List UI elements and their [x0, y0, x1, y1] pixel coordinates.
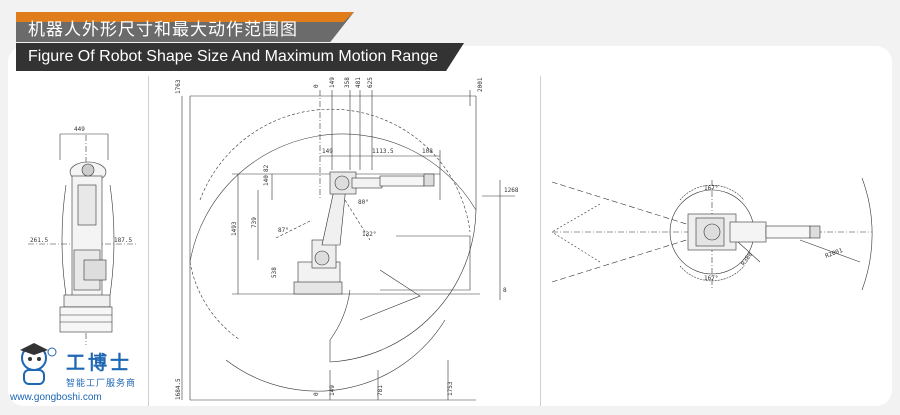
- side-top-dim-0: 0: [313, 84, 320, 88]
- side-angle-0: 80°: [358, 199, 369, 206]
- front-width-dim: 449: [74, 126, 85, 133]
- side-top-dim-2: 358: [344, 77, 351, 88]
- side-top-dim-3: 481: [355, 77, 362, 88]
- side-angle-2: 132°: [362, 231, 376, 238]
- side-bottom-dim-1: 149: [329, 385, 336, 396]
- side-right-dim: 1268: [504, 187, 519, 194]
- side-angle-1: 87°: [278, 227, 289, 234]
- side-vert-dim-4: 538: [271, 267, 278, 278]
- side-view: [181, 90, 515, 401]
- side-bottom-dim-0: 0: [313, 392, 320, 396]
- front-left-dim: 261.5: [30, 237, 48, 244]
- side-bottom-dim-3: 1753: [447, 381, 454, 396]
- top-radius-small: R380: [740, 251, 754, 267]
- page-title-en: Figure Of Robot Shape Size And Maximum M…: [28, 48, 438, 65]
- side-small-dim: 8: [503, 287, 507, 294]
- side-top-right-dim: 2001: [477, 77, 484, 92]
- title-banner-accent: [16, 12, 354, 22]
- front-view: [28, 133, 138, 345]
- side-vert-dim-2: 1493: [231, 221, 238, 236]
- brand-logo: 工博士 智能工厂服务商 www.gongboshi.com: [10, 340, 170, 410]
- top-radius-large: R2001: [824, 247, 844, 260]
- side-top-dim-4: 625: [367, 77, 374, 88]
- side-arm-dim-0: 149: [322, 148, 333, 155]
- side-left-top-dim: 1763: [175, 79, 182, 94]
- divider-left: [148, 76, 149, 406]
- side-left-bottom-dim: 1684.5: [175, 378, 182, 400]
- top-view: [551, 177, 873, 291]
- side-bottom-dim-2: 781: [377, 385, 384, 396]
- side-vert-dim-0: 140: [263, 175, 270, 186]
- divider-middle: [540, 76, 541, 406]
- side-vert-dim-1: 82: [263, 164, 270, 172]
- side-arm-dim-2: 108: [422, 148, 433, 155]
- side-top-dim-1: 149: [329, 77, 336, 88]
- brand-name: 工博士: [66, 352, 133, 374]
- subtitle-bar: [16, 43, 464, 71]
- top-angle-upper: 167°: [704, 185, 718, 192]
- side-vert-dim-3: 739: [251, 217, 258, 228]
- side-arm-dim-1: 1113.5: [372, 148, 394, 155]
- front-right-dim: 187.5: [114, 237, 132, 244]
- mascot-icon: [20, 343, 57, 385]
- top-angle-lower: 167°: [704, 275, 718, 282]
- brand-url[interactable]: www.gongboshi.com: [10, 392, 102, 403]
- page-title-zh: 机器人外形尺寸和最大动作范围图: [28, 20, 298, 40]
- brand-tagline: 智能工厂服务商: [66, 379, 137, 389]
